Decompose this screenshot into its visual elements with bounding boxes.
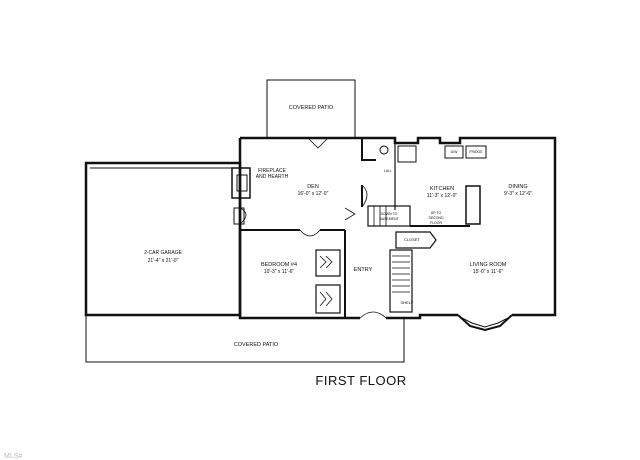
covered-patio-top-label: COVERED PATIO (289, 105, 334, 111)
watermark: MLS# (4, 453, 22, 460)
kitchen-dimensions: 11'-3" x 12'-0" (427, 193, 458, 199)
den-label: DEN (307, 184, 319, 190)
garage-label: 2-CAR GARAGE (144, 250, 182, 256)
fireplace-label-2: AND HEARTH (256, 174, 289, 180)
bedroom-dimensions: 10'-3" x 11'-6" (264, 269, 295, 275)
covered-patio-bottom: COVERED PATIO (85, 315, 405, 363)
living-room-label: LIVING ROOM (470, 262, 507, 268)
closet-label: CLOSET (404, 237, 421, 242)
dining-label: DINING (508, 184, 527, 190)
garage-dimensions: 21'-4" x 21'-0" (148, 258, 179, 264)
covered-patio-bottom-label: COVERED PATIO (234, 342, 279, 348)
annotations: DOWN TO BASEMENT UP TO SECOND FLOOR CLOS… (379, 150, 483, 305)
down-to-basement-label-1: DOWN TO (381, 212, 398, 216)
up-to-second-label-3: FLOOR (430, 221, 443, 225)
dining-dimensions: 9'-3" x 12'-6" (504, 191, 532, 197)
fireplace: FIREPLACE AND HEARTH (231, 167, 289, 199)
living-room-dimensions: 15'-0" x 11'-6" (473, 269, 504, 275)
floor-title: FIRST FLOOR (315, 373, 406, 388)
garage: 2-CAR GARAGE 21'-4" x 21'-0" (84, 161, 242, 317)
kitchen-label: KITCHEN (430, 186, 454, 192)
fireplace-label-1: FIREPLACE (258, 168, 286, 174)
covered-patio-top: COVERED PATIO (266, 79, 356, 138)
shelf-label: SHELF (401, 300, 414, 305)
dishwasher-label: D/W (451, 150, 459, 154)
room-labels: DEN 16'-0" x 12'-0" KITCHEN 11'-3" x 12'… (261, 184, 532, 275)
den-dimensions: 16'-0" x 12'-0" (298, 191, 329, 197)
up-to-second-label-1: UP TO (431, 211, 442, 215)
garage-door (233, 207, 247, 225)
down-to-basement-label-2: BASEMENT (379, 217, 399, 221)
stairs (373, 206, 410, 293)
door-swings (299, 137, 387, 319)
bedroom-label: BEDROOM #4 (261, 262, 297, 268)
laundry-label: LAU. (384, 169, 392, 173)
up-to-second-label-2: SECOND (429, 216, 444, 220)
interior-walls (240, 138, 487, 318)
fridge-label: FRIDGE (469, 150, 483, 154)
entry-label: ENTRY (354, 267, 373, 273)
house-outline (238, 136, 557, 332)
